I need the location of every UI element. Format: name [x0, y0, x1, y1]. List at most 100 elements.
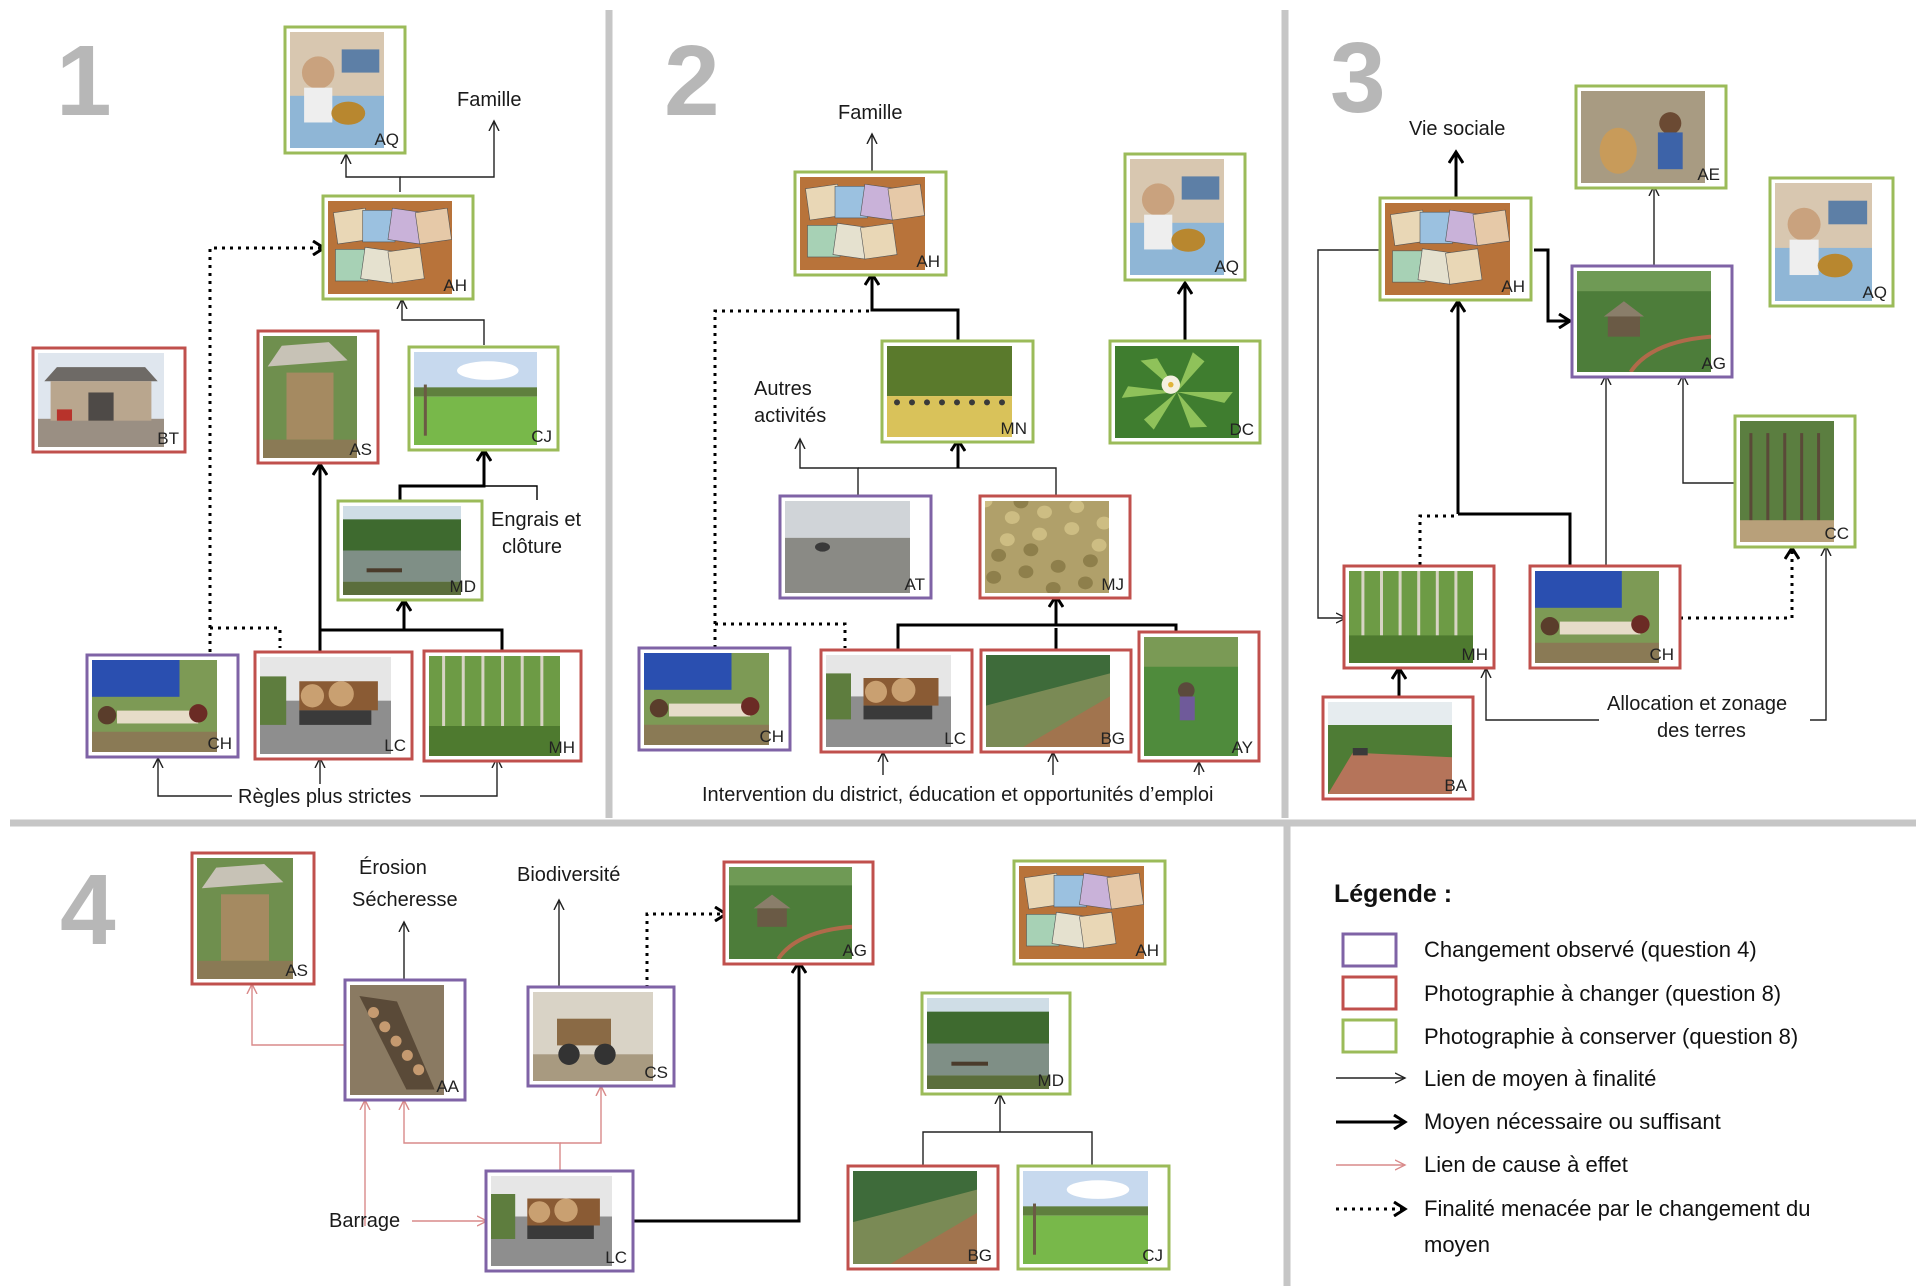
- photo-aq-3: AQ: [1768, 176, 1895, 308]
- panel-3: Vie sociale Allocation et zonage des ter…: [1317, 84, 1895, 801]
- photo-ae: AE: [1574, 84, 1728, 190]
- photo-code: CH: [759, 727, 784, 746]
- label-autres-1: Autres: [754, 378, 812, 400]
- photo-code: LC: [944, 729, 966, 748]
- photo-image: [38, 353, 164, 447]
- photo-ag: AG: [1570, 264, 1734, 379]
- photo-code: MJ: [1101, 575, 1124, 594]
- panel-number-4: 4: [60, 854, 116, 966]
- photo-code: LC: [605, 1248, 627, 1267]
- photo-code: CS: [644, 1063, 668, 1082]
- label-vie-sociale: Vie sociale: [1409, 118, 1505, 140]
- panel-number-1: 1: [56, 25, 112, 137]
- photo-image: [985, 501, 1109, 593]
- photo-image: [1115, 346, 1239, 438]
- photo-code: AQ: [1862, 283, 1887, 302]
- photo-lc-4: LC: [484, 1169, 635, 1273]
- photo-at: AT: [778, 494, 933, 600]
- label-biodiversite: Biodiversité: [517, 864, 620, 886]
- label-famille-2: Famille: [838, 102, 902, 124]
- photo-code: MH: [549, 738, 575, 757]
- photo-code: MD: [450, 577, 476, 596]
- legend-text-observed: Changement observé (question 4): [1424, 937, 1757, 962]
- photo-cc: CC: [1733, 414, 1857, 549]
- photo-mh: MH: [422, 649, 583, 763]
- panel-dividers: [10, 10, 1916, 1286]
- photo-image: [328, 201, 452, 294]
- photo-code: BG: [1100, 729, 1125, 748]
- photo-code: AG: [842, 941, 867, 960]
- legend-text-red: Lien de cause à effet: [1424, 1152, 1628, 1177]
- panel-1: Famille Engrais et clôture Règles plus s…: [31, 25, 583, 808]
- legend-text-dotted: Finalité menacée par le changement du: [1424, 1196, 1810, 1221]
- photo-image: [429, 656, 560, 756]
- photo-image: [343, 506, 461, 595]
- photo-image: [887, 346, 1012, 437]
- photo-bt: BT: [31, 346, 187, 454]
- photo-cj-4: CJ: [1016, 1164, 1171, 1271]
- photo-code: AH: [1501, 277, 1525, 296]
- photo-lc: LC: [253, 650, 414, 761]
- photo-code: CJ: [531, 427, 552, 446]
- label-famille-1: Famille: [457, 89, 521, 111]
- legend-text-bold: Moyen nécessaire ou suffisant: [1424, 1109, 1721, 1134]
- label-secheresse: Sécheresse: [352, 889, 458, 911]
- photo-ch: CH: [85, 653, 240, 759]
- photo-image: [263, 336, 357, 458]
- photo-image: [1023, 1171, 1148, 1264]
- photo-code: AH: [1135, 941, 1159, 960]
- photo-code: AQ: [1214, 257, 1239, 276]
- photo-image: [350, 985, 444, 1095]
- photo-code: BT: [157, 429, 179, 448]
- photo-code: AG: [1701, 354, 1726, 373]
- photo-ch-3: CH: [1528, 564, 1682, 670]
- photo-image: [491, 1176, 612, 1266]
- photo-ah-3: AH: [1378, 196, 1533, 302]
- label-allocation-1: Allocation et zonage: [1607, 693, 1787, 715]
- legend-swatch-observed: [1341, 932, 1398, 968]
- photo-code: AH: [916, 252, 940, 271]
- photo-code: AE: [1697, 165, 1720, 184]
- photo-code: AS: [285, 961, 308, 980]
- panel-3-links: [1317, 152, 1826, 721]
- photo-cs: CS: [526, 985, 676, 1088]
- photo-aq-2: AQ: [1123, 152, 1247, 282]
- photo-image: [1328, 702, 1452, 794]
- photo-code: MD: [1038, 1071, 1064, 1090]
- photo-md-4: MD: [920, 991, 1072, 1096]
- photo-ba: BA: [1321, 695, 1475, 801]
- photo-image: [533, 992, 653, 1081]
- photo-code: LC: [384, 736, 406, 755]
- legend-text-change: Photographie à changer (question 8): [1424, 981, 1781, 1006]
- label-engrais-2: clôture: [502, 536, 562, 558]
- photo-image: [260, 657, 391, 754]
- photo-as-4: AS: [190, 851, 316, 986]
- photo-image: [1577, 271, 1711, 372]
- photo-image: [826, 655, 951, 747]
- photo-ah-4: AH: [1012, 859, 1167, 966]
- photo-image: [1775, 183, 1872, 301]
- photo-image: [800, 177, 925, 270]
- panel-4: Érosion Sécheresse Biodiversité Barrage …: [190, 851, 1171, 1273]
- label-intervention: Intervention du district, éducation et o…: [702, 784, 1213, 806]
- label-engrais-1: Engrais et: [491, 509, 581, 531]
- photo-image: [1535, 571, 1659, 663]
- label-regles: Règles plus strictes: [238, 786, 411, 808]
- photo-image: [1144, 637, 1238, 756]
- photo-image: [853, 1171, 977, 1264]
- photo-code: CH: [207, 734, 232, 753]
- photo-image: [1019, 866, 1144, 959]
- legend-text-dotted-2: moyen: [1424, 1232, 1490, 1257]
- legend-title: Légende :: [1334, 880, 1452, 908]
- photo-ay: AY: [1137, 630, 1261, 763]
- photo-code: MN: [1001, 419, 1027, 438]
- photo-image: [927, 998, 1049, 1089]
- panel-1-links: [158, 121, 538, 797]
- photo-code: MH: [1462, 645, 1488, 664]
- photo-code: BG: [967, 1246, 992, 1265]
- photo-image: [1385, 203, 1510, 295]
- photo-code: CH: [1649, 645, 1674, 664]
- photo-image: [92, 660, 217, 752]
- photo-code: AY: [1232, 738, 1253, 757]
